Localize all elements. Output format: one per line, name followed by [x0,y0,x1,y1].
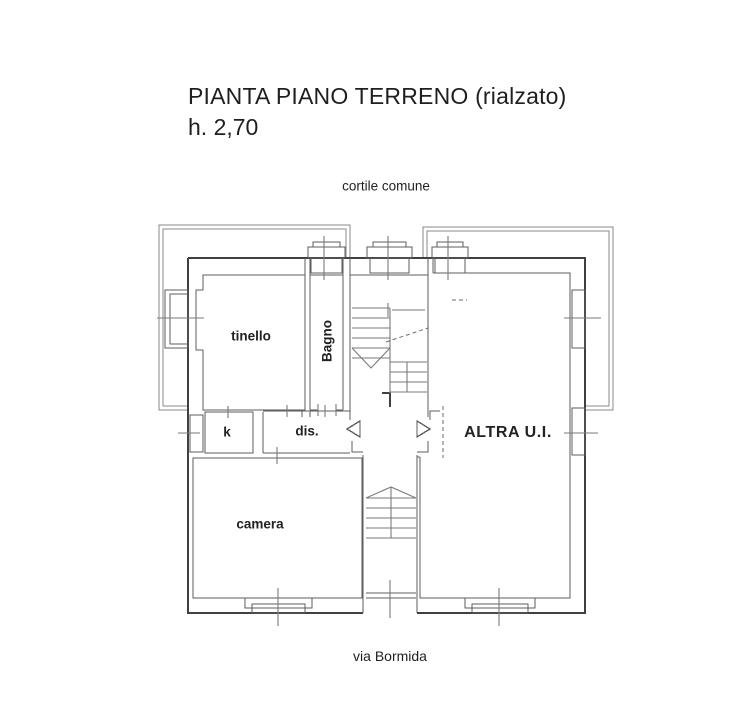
staircase-main [351,307,427,393]
courtyard-label: cortile comune [342,178,430,194]
room-label-camera: camera [236,516,284,532]
room-label-altra-ui: ALTRA U.I. [464,424,552,441]
ceiling-height-label: h. 2,70 [188,114,259,141]
page-title: PIANTA PIANO TERRENO (rialzato) [188,83,567,109]
room-label-disimpegno: dis. [295,423,319,439]
courtyard-outline [158,224,614,411]
street-label: via Bormida [353,648,427,664]
title-block: PIANTA PIANO TERRENO (rialzato) h. 2,70 [188,82,567,141]
interior-walls [192,258,571,613]
room-label-tinello: tinello [231,328,271,344]
dashed-lines [385,299,467,458]
staircase-entrance [365,486,417,539]
room-label-bagno: Bagno [319,320,335,362]
room-label-kitchen: k [223,424,231,440]
tick-marks [157,236,601,626]
